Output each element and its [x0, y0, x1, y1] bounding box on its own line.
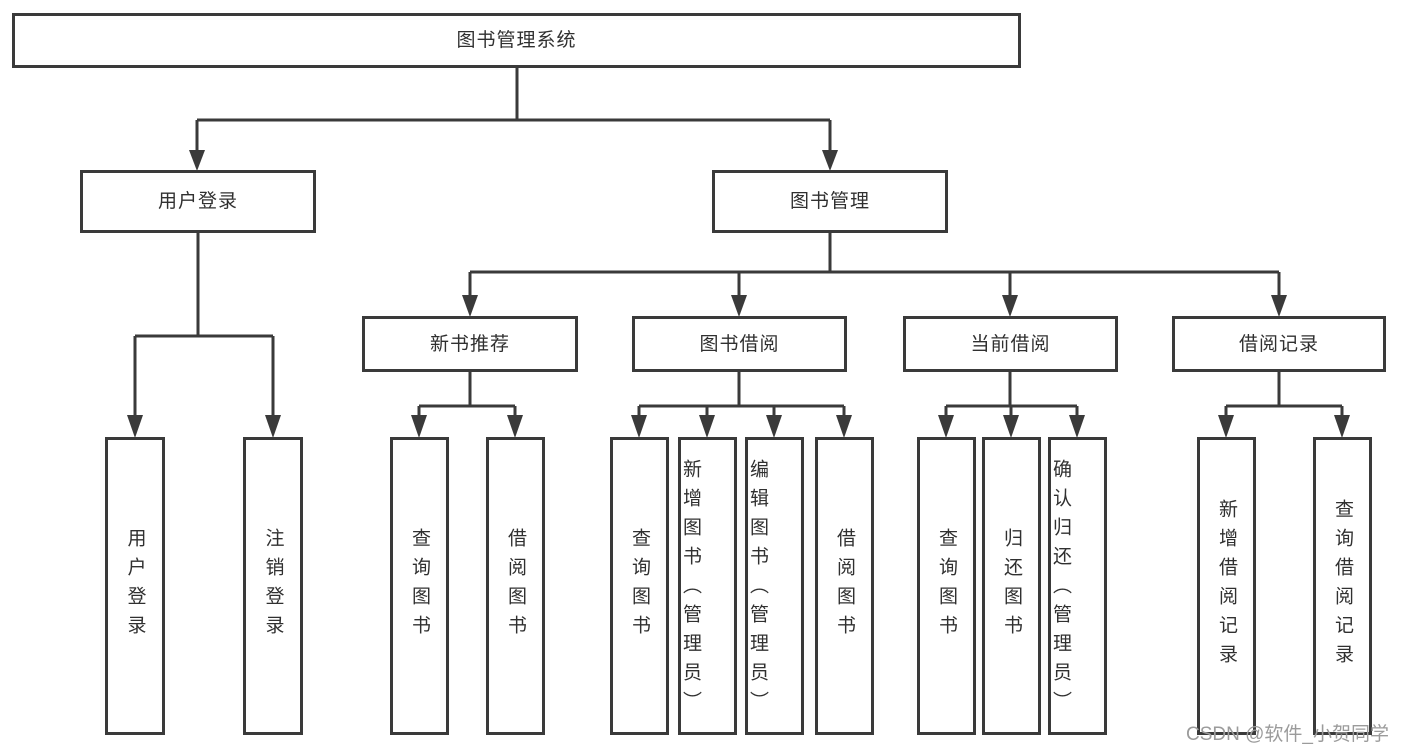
node-label: 编辑图书（管理员） [747, 459, 768, 720]
node-label: 新增借阅记录 [1216, 499, 1237, 673]
leaf-return-books: 归还图书 [982, 437, 1041, 735]
node-label: 查询图书 [629, 528, 650, 644]
node-label: 借阅图书 [834, 528, 855, 644]
leaf-confirm-return-admin: 确认归还（管理员） [1048, 437, 1107, 735]
node-label: 用户登录 [157, 191, 238, 212]
node-label: 借阅记录 [1238, 333, 1319, 355]
node-borrow-records: 借阅记录 [1172, 316, 1386, 372]
node-current-borrow: 当前借阅 [903, 316, 1118, 372]
node-label: 图书管理 [789, 191, 870, 212]
node-label: 当前借阅 [970, 333, 1051, 355]
leaf-query-books-current: 查询图书 [917, 437, 976, 735]
node-label: 用户登录 [124, 528, 146, 644]
node-label: 查询借阅记录 [1332, 499, 1353, 673]
node-root-library-system: 图书管理系统 [12, 13, 1021, 68]
leaf-edit-books-admin: 编辑图书（管理员） [745, 437, 804, 735]
leaf-borrow-books-recommend: 借阅图书 [486, 437, 545, 735]
leaf-query-borrow-record: 查询借阅记录 [1313, 437, 1372, 735]
node-new-book-recommend: 新书推荐 [362, 316, 578, 372]
node-label: 图书管理系统 [456, 30, 577, 51]
node-book-borrow: 图书借阅 [632, 316, 847, 372]
csdn-watermark: CSDN @软件_小贺同学 [1186, 724, 1389, 745]
leaf-query-books-borrow: 查询图书 [610, 437, 669, 735]
node-label: 新书推荐 [429, 333, 510, 355]
leaf-logout: 注销登录 [243, 437, 303, 735]
node-label: 确认归还（管理员） [1050, 459, 1071, 720]
node-label: 借阅图书 [505, 528, 526, 644]
node-label: 新增图书（管理员） [680, 459, 701, 720]
node-book-management-branch: 图书管理 [712, 170, 948, 233]
leaf-query-books-recommend: 查询图书 [390, 437, 449, 735]
node-label: 查询图书 [409, 528, 430, 644]
node-label: 归还图书 [1001, 528, 1022, 644]
node-user-login-branch: 用户登录 [80, 170, 316, 233]
node-label: 注销登录 [262, 528, 284, 644]
leaf-add-books-admin: 新增图书（管理员） [678, 437, 737, 735]
node-label: 查询图书 [936, 528, 957, 644]
leaf-user-login: 用户登录 [105, 437, 165, 735]
arrowheads [127, 150, 1350, 438]
leaf-add-borrow-record: 新增借阅记录 [1197, 437, 1256, 735]
node-label: 图书借阅 [699, 333, 780, 355]
leaf-borrow-books: 借阅图书 [815, 437, 874, 735]
